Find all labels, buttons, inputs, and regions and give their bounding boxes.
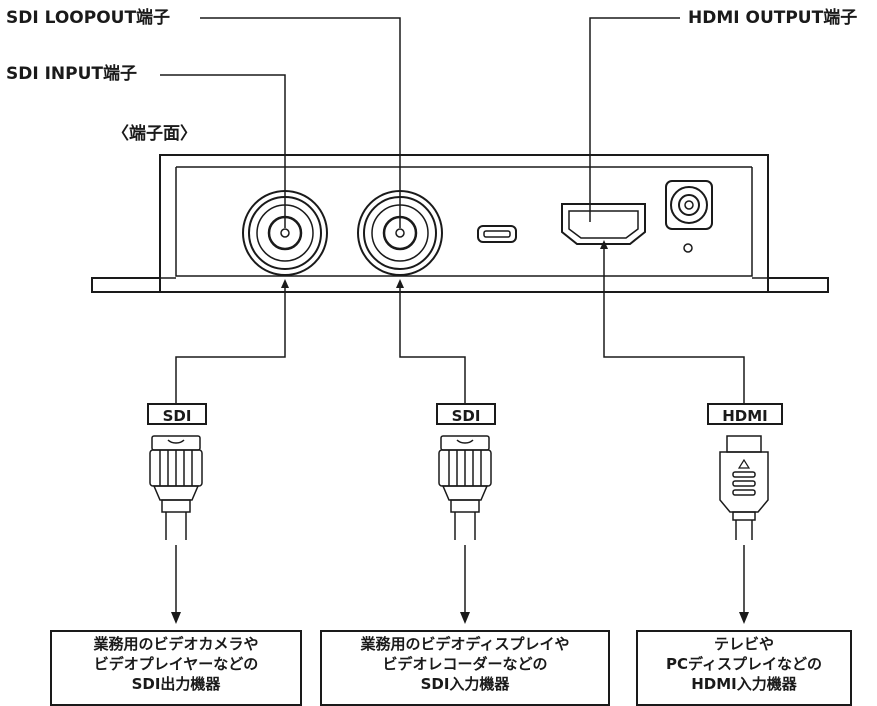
panel-title: 〈端子面〉	[112, 124, 197, 144]
sdi-plug-icon	[438, 435, 492, 540]
device-text-line: SDI入力機器	[420, 675, 510, 693]
micro-usb-port-icon	[477, 225, 517, 243]
device-box-hdmi-input: テレビや PCディスプレイなどの HDMI入力機器	[636, 630, 852, 706]
device-text-line: HDMI入力機器	[691, 675, 797, 693]
connection-arrowheads	[281, 240, 608, 288]
sdi-input-callout: SDI INPUT端子	[6, 64, 138, 84]
device-text-line: SDI出力機器	[131, 675, 221, 693]
output-arrows	[175, 545, 745, 615]
hdmi-output-callout: HDMI OUTPUT端子	[688, 8, 858, 28]
hdmi-output-port-icon	[561, 203, 646, 245]
device-box-sdi-input: 業務用のビデオディスプレイや ビデオレコーダーなどの SDI入力機器	[320, 630, 610, 706]
device-text-line: ビデオプレイヤーなどの	[93, 655, 259, 673]
sdi-plug-icon	[149, 435, 203, 540]
device-box-sdi-output: 業務用のビデオカメラや ビデオプレイヤーなどの SDI出力機器	[50, 630, 302, 706]
connection-lines	[175, 245, 745, 404]
device-text-line: 業務用のビデオカメラや	[93, 635, 259, 653]
device-body	[91, 154, 829, 293]
device-text-line: テレビや	[713, 635, 774, 653]
hdmi-plug-icon	[719, 435, 769, 540]
cable-badge-sdi-loopout: SDI	[436, 403, 496, 425]
power-jack-icon	[665, 180, 713, 253]
sdi-loopout-callout: SDI LOOPOUT端子	[6, 8, 171, 28]
output-arrowheads	[171, 612, 749, 624]
cable-badge-sdi-input: SDI	[147, 403, 207, 425]
device-text-line: ビデオレコーダーなどの	[382, 655, 548, 673]
cable-badge-hdmi: HDMI	[707, 403, 783, 425]
callout-lines	[160, 17, 680, 228]
device-text-line: PCディスプレイなどの	[666, 655, 822, 673]
device-text-line: 業務用のビデオディスプレイや	[360, 635, 570, 653]
